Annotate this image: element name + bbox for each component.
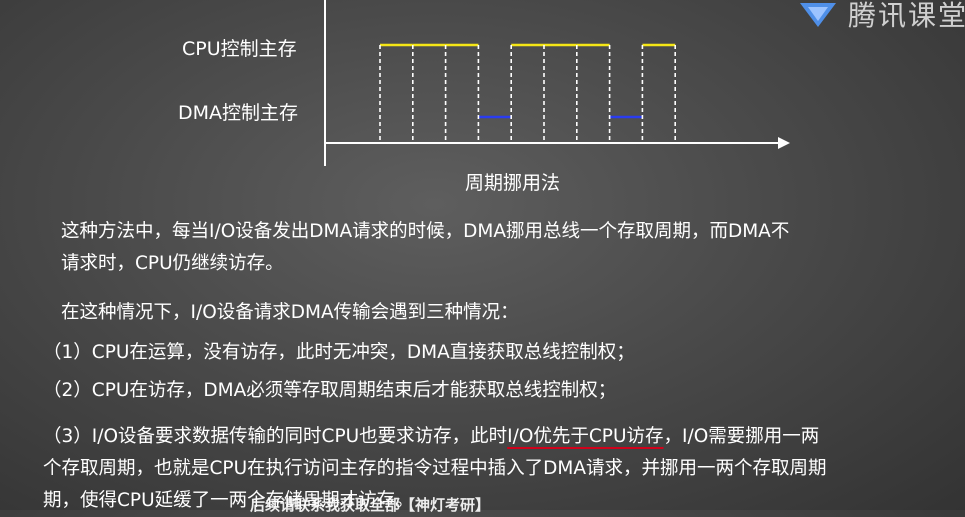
paragraph-1-line-2: 请求时，CPU仍继续访存。 (61, 253, 284, 274)
case-1: （1）CPU在运算，没有访存，此时无冲突，DMA直接获取总线控制权； (43, 342, 635, 363)
case-3-suffix: ，I/O需要挪用一两 (663, 426, 820, 447)
cycle-stealing-diagram (324, 0, 790, 166)
case-3-line-3: 期，使得CPU延缓了一两个存储周期才访存。 (43, 490, 414, 511)
paragraph-2: 在这种情况下，I/O设备请求DMA传输会遇到三种情况： (61, 302, 519, 323)
play-logo-icon (800, 3, 836, 27)
paragraph-1-line-1: 这种方法中，每当I/O设备发出DMA请求的时候，DMA挪用总线一个存取周期，而D… (61, 221, 790, 242)
case-3-line-2: 个存取周期，也就是CPU在执行访问主存的指令过程中插入了DMA请求，并挪用一两个… (43, 458, 827, 479)
diagram-caption: 周期挪用法 (465, 172, 561, 194)
tencent-classroom-logo: 腾讯课堂 (796, 0, 965, 34)
cpu-row-label: CPU控制主存 (182, 38, 297, 60)
case-2: （2）CPU在访存，DMA必须等存取周期结束后才能获取总线控制权； (43, 380, 617, 401)
dma-row-label: DMA控制主存 (178, 102, 299, 124)
x-axis-arrow (778, 137, 790, 149)
case-3-prefix: （3）I/O设备要求数据传输的同时CPU也要求访存，此时 (43, 426, 508, 447)
priority-highlight: I/O优先于CPU访存 (507, 426, 664, 447)
brand-name: 腾讯课堂 (848, 0, 965, 32)
case-3-line-1: （3）I/O设备要求数据传输的同时CPU也要求访存，此时I/O优先于CPU访存，… (43, 421, 819, 453)
video-subtitle: 后续请联系我获取全部【神灯考研】 (250, 496, 491, 514)
